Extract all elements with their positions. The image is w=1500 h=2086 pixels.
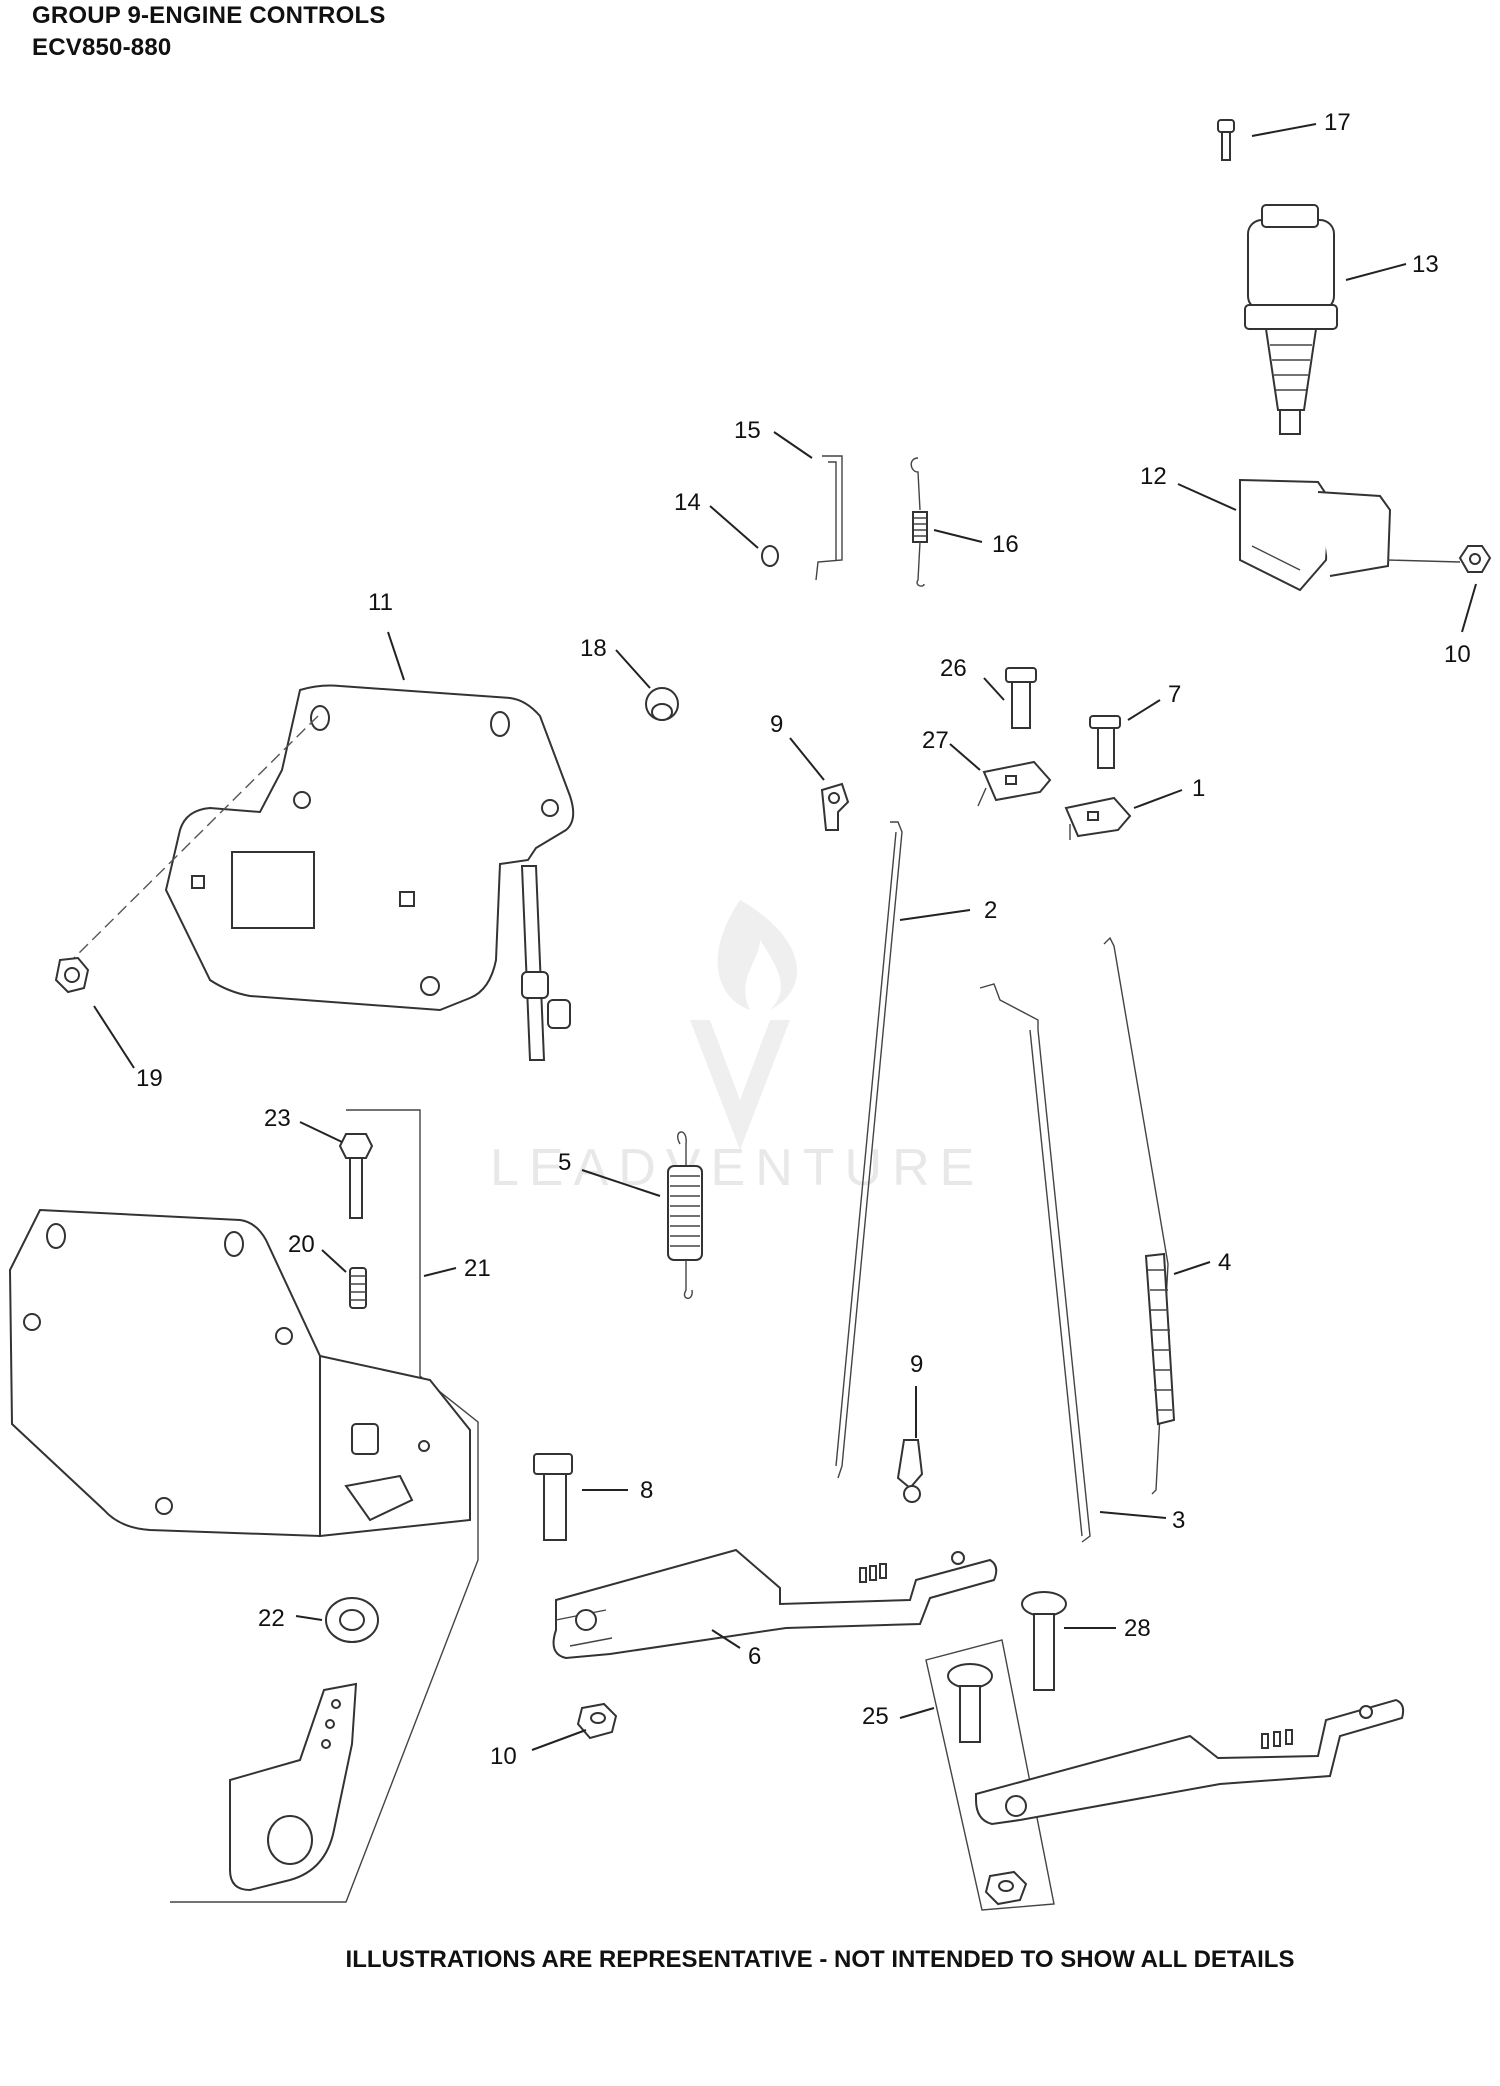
callout-7: 7 [1168, 681, 1181, 708]
part-25-assembly [925, 1639, 1405, 1911]
watermark-text: LEADVENTURE [490, 1139, 984, 1197]
callout-12: 12 [1140, 463, 1167, 490]
callout-18: 18 [580, 635, 607, 662]
callout-15: 15 [734, 417, 761, 444]
part-21-lever [229, 1682, 358, 1892]
callout-10-top: 10 [1444, 641, 1471, 668]
callout-21: 21 [464, 1255, 491, 1282]
callout-4: 4 [1218, 1249, 1231, 1276]
part-5-spring [667, 1131, 703, 1299]
disclaimer-footer: ILLUSTRATIONS ARE REPRESENTATIVE - NOT I… [0, 1946, 1500, 1974]
callout-8: 8 [640, 1477, 653, 1504]
part-11-plate [164, 684, 575, 1061]
callout-27: 27 [922, 727, 949, 754]
callout-17: 17 [1324, 109, 1351, 136]
part-4-cable [1103, 936, 1176, 1495]
part-10-nut-lower [576, 1702, 618, 1740]
callout-22: 22 [258, 1605, 285, 1632]
callout-26: 26 [940, 655, 967, 682]
part-6-arm [552, 1548, 998, 1660]
part-18-grommet [645, 687, 679, 721]
part-3-rod [979, 983, 1091, 1543]
part-16-spring [910, 457, 928, 587]
callout-10-lower: 10 [490, 1743, 517, 1770]
callout-2: 2 [984, 897, 997, 924]
part-20-spring [349, 1267, 367, 1309]
part-15-rod [815, 455, 843, 581]
part-27-clip [977, 760, 1052, 807]
callout-5: 5 [558, 1149, 571, 1176]
callout-6: 6 [748, 1643, 761, 1670]
part-14-clip [761, 545, 779, 567]
model-subtitle: ECV850-880 [32, 34, 172, 61]
callout-28: 28 [1124, 1615, 1151, 1642]
part-1-clip [1064, 796, 1132, 840]
callout-9-lower: 9 [910, 1351, 923, 1378]
callout-25: 25 [862, 1703, 889, 1730]
part-8-bolt [533, 1453, 573, 1541]
watermark: LEADVENTURE [490, 900, 984, 1197]
callout-16: 16 [992, 531, 1019, 558]
callout-3: 3 [1172, 1507, 1185, 1534]
callout-1: 1 [1192, 775, 1205, 802]
watermark-flame-icon [717, 900, 798, 1010]
callout-20: 20 [288, 1231, 315, 1258]
part-17-pin [1217, 119, 1235, 161]
part-19-bolt [54, 956, 90, 994]
part-13-actuator [1244, 204, 1338, 435]
part-9-clip-lower [896, 1439, 924, 1503]
callout-23: 23 [264, 1105, 291, 1132]
callouts: 17 13 15 16 14 12 10 11 18 26 7 9 27 1 2… [136, 109, 1471, 1770]
part-22-washer [325, 1597, 379, 1643]
part-7-bolt [1089, 715, 1121, 769]
watermark-v-icon [690, 1020, 790, 1150]
part-12-bracket [1239, 478, 1461, 592]
disclaimer-text: ILLUSTRATIONS ARE REPRESENTATIVE - NOT I… [345, 1946, 1295, 1973]
part-2-rod [835, 821, 903, 1479]
part-26-bolt [1005, 667, 1037, 729]
part-28-bolt [1021, 1591, 1067, 1691]
callout-9-upper: 9 [770, 711, 783, 738]
callout-11: 11 [368, 589, 393, 616]
part-9-clip-upper [820, 782, 850, 831]
part-21-side-plate [8, 1208, 471, 1538]
part-21-assembly-outline [170, 1109, 479, 1903]
callout-14: 14 [674, 489, 701, 516]
part-23-bolt [338, 1133, 374, 1219]
callout-13: 13 [1412, 251, 1439, 278]
part-10-nut-top [1458, 545, 1492, 573]
page-title: GROUP 9-ENGINE CONTROLS [32, 2, 386, 29]
callout-19: 19 [136, 1065, 163, 1092]
